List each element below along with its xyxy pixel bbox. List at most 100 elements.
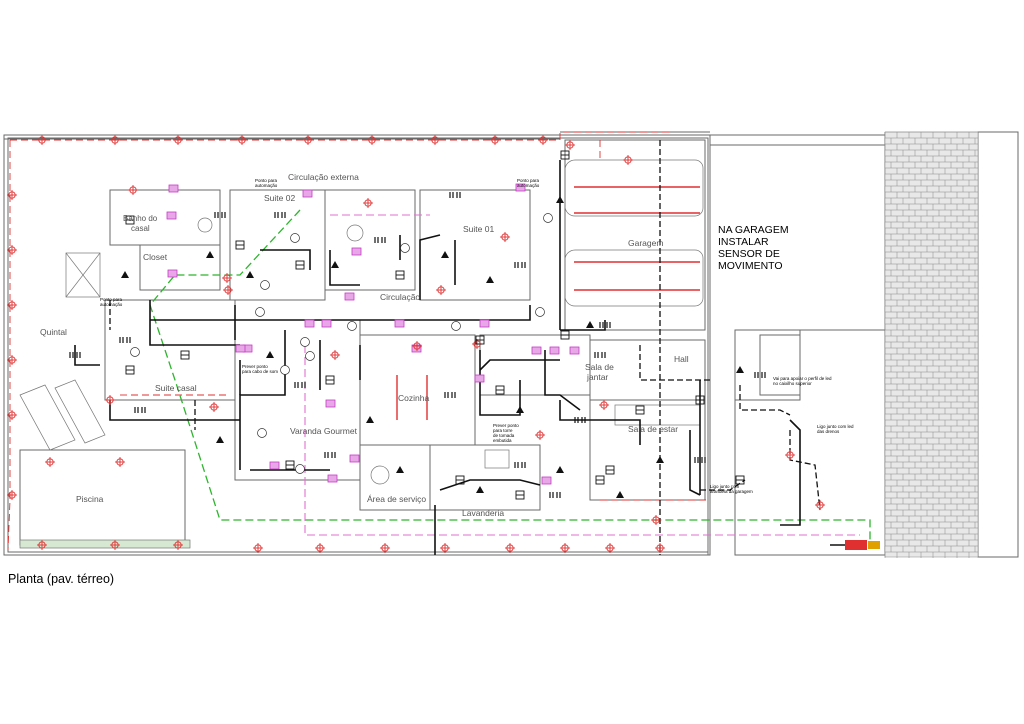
light-point	[655, 543, 665, 553]
light-point	[209, 402, 219, 412]
light-point	[367, 135, 377, 145]
led-profile-note-line-1: Vai para apoiar o perfil de led	[773, 376, 832, 381]
automation-note-1-line-1: Ponto para	[255, 178, 278, 183]
circuit-marker	[290, 233, 300, 243]
sound-cable-note: Prever ponto para cabo de som	[242, 364, 278, 374]
circuit-marker	[347, 321, 357, 331]
symbol-mark	[295, 260, 305, 270]
light-point	[7, 355, 17, 365]
light-point	[500, 232, 510, 242]
symbol-mark	[134, 407, 146, 413]
pump-fixture	[830, 540, 880, 550]
light-point	[560, 543, 570, 553]
tower-outlet-note-line-1: Prever ponto	[493, 423, 519, 428]
symbol-mark	[374, 237, 386, 243]
light-point	[7, 245, 17, 255]
switch-box	[349, 454, 360, 463]
room-label-suite01: Suite 01	[463, 224, 495, 234]
room-label-hall: Hall	[674, 354, 689, 364]
room-label-lavanderia: Lavanderia	[462, 508, 505, 518]
light-point	[223, 285, 233, 295]
symbol-mark	[444, 392, 456, 398]
light-point	[7, 490, 17, 500]
symbol-mark	[695, 395, 705, 405]
led-profile-note: Vai para apoiar o perfil de led no caixi…	[773, 376, 831, 386]
fixtures	[19, 159, 704, 549]
light-point	[115, 457, 125, 467]
light-point	[565, 140, 575, 150]
circuit-labels	[130, 213, 553, 474]
room-label-sala-jantar-1: Sala de	[585, 362, 614, 372]
symbol-mark	[560, 330, 570, 340]
symbol-mark	[366, 416, 374, 423]
automation-note-3-line-2: automação	[100, 302, 123, 307]
circuit-marker	[543, 213, 553, 223]
symbol-mark	[635, 405, 645, 415]
switch-box	[411, 344, 422, 353]
circuit-marker	[535, 307, 545, 317]
symbol-mark	[656, 456, 664, 463]
red-dashed-lines	[7, 131, 710, 551]
automation-note-3-line-1: Ponto para	[100, 297, 123, 302]
switch-box	[549, 346, 560, 355]
symbol-mark	[324, 452, 336, 458]
symbol-mark	[449, 192, 461, 198]
room-label-banho-1: Banho do	[123, 214, 158, 223]
symbol-mark	[476, 486, 484, 493]
symbol-mark	[441, 251, 449, 258]
symbol-mark	[395, 270, 405, 280]
room-label-cozinha: Cozinha	[398, 393, 430, 403]
light-point	[173, 135, 183, 145]
brick-panel	[884, 131, 979, 558]
switch-boxes	[166, 183, 580, 485]
symbol-mark	[125, 215, 135, 225]
symbol-mark	[736, 366, 744, 373]
symbol-mark	[754, 372, 766, 378]
symbol-mark	[266, 351, 274, 358]
light-point	[651, 515, 661, 525]
drawing-caption: Planta (pav. térreo)	[8, 572, 115, 586]
circuit-marker	[295, 464, 305, 474]
light-points	[7, 135, 825, 553]
light-point	[815, 500, 825, 510]
tower-outlet-note-line-3: de tomada	[493, 433, 515, 438]
room-label-sala-estar: Sala de estar	[628, 424, 679, 434]
room-label-closet: Closet	[143, 252, 168, 262]
switch-box	[269, 461, 280, 470]
symbol-mark	[119, 337, 131, 343]
pink-dashed-line	[304, 214, 860, 536]
switch-box	[569, 346, 580, 355]
symbol-mark	[285, 460, 295, 470]
switch-box	[302, 189, 313, 198]
symbol-mark	[246, 271, 254, 278]
circuit-marker	[451, 321, 461, 331]
garage-sconce-note: Ligo junto com arandela da garagem	[710, 484, 753, 494]
symbol-mark	[556, 196, 564, 203]
switch-box	[344, 292, 355, 301]
symbol-mark	[549, 492, 561, 498]
light-point	[7, 300, 17, 310]
light-point	[363, 198, 373, 208]
light-point	[37, 540, 47, 550]
light-point	[37, 135, 47, 145]
symbol-mark	[125, 365, 135, 375]
automation-note-3: Ponto para automação	[100, 297, 122, 307]
garage-note-line-4: MOVIMENTO	[718, 260, 783, 272]
circuit-marker	[280, 365, 290, 375]
symbol-mark	[605, 465, 615, 475]
light-point	[623, 155, 633, 165]
light-point	[538, 135, 548, 145]
room-label-quintal: Quintal	[40, 327, 67, 337]
circuit-marker	[400, 243, 410, 253]
symbol-mark	[214, 212, 226, 218]
symbol-mark	[331, 261, 339, 268]
room-label-area-servico: Área de serviço	[367, 494, 427, 504]
tower-outlet-note-line-4: embutida	[493, 438, 512, 443]
light-point	[128, 185, 138, 195]
garage-note-line-1: NA GARAGEM	[718, 224, 789, 236]
sound-cable-note-line-2: para cabo de som	[242, 369, 279, 374]
light-point	[330, 350, 340, 360]
symbol-mark	[595, 475, 605, 485]
switch-box	[304, 319, 315, 328]
garage-lines	[396, 186, 700, 420]
